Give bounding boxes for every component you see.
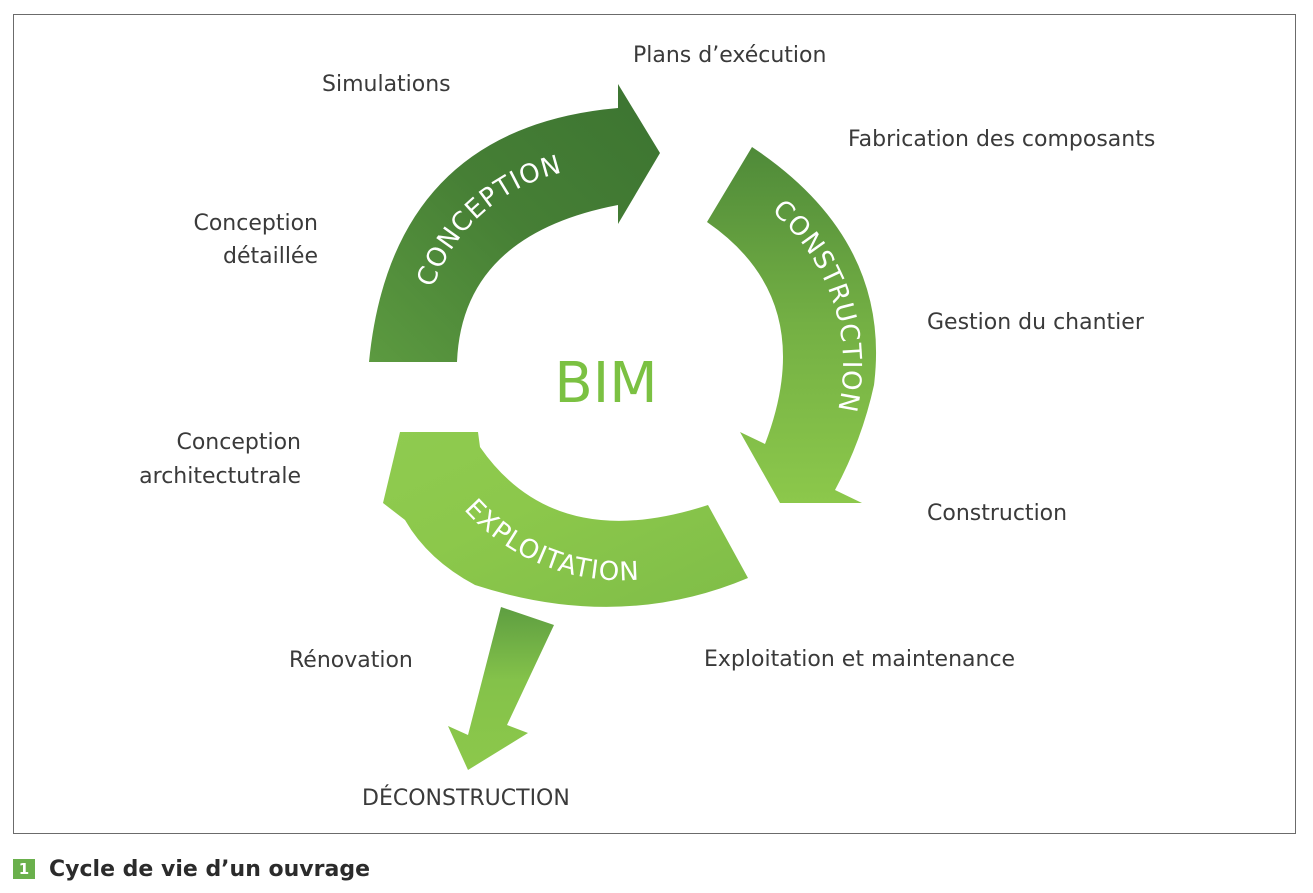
- label-conception-detaillee-line2: détaillée: [223, 244, 318, 269]
- label-simulations: Simulations: [322, 72, 451, 97]
- label-exploitation-maintenance: Exploitation et maintenance: [704, 647, 1015, 672]
- label-conception-detaillee-line1: Conception: [193, 211, 318, 236]
- label-conception-archi-line2: architectutrale: [139, 464, 301, 489]
- label-gestion-chantier: Gestion du chantier: [927, 310, 1145, 335]
- deconstruction-arrow: [448, 607, 554, 770]
- label-renovation: Rénovation: [289, 648, 413, 673]
- label-construction: Construction: [927, 501, 1067, 526]
- exploitation-arrow: [383, 432, 748, 607]
- figure-frame: [13, 14, 1296, 834]
- label-deconstruction: DÉCONSTRUCTION: [362, 785, 570, 811]
- conception-arrow: [369, 84, 660, 362]
- caption-text: Cycle de vie d’un ouvrage: [49, 856, 371, 882]
- center-label: BIM: [554, 351, 657, 416]
- figure-caption: 1 Cycle de vie d’un ouvrage: [13, 855, 370, 883]
- label-conception-archi-line1: Conception: [176, 430, 301, 455]
- construction-arrow: [707, 147, 877, 503]
- caption-number-badge: 1: [13, 859, 35, 879]
- label-fabrication: Fabrication des composants: [848, 127, 1155, 152]
- label-plans-execution: Plans d’exécution: [633, 43, 826, 68]
